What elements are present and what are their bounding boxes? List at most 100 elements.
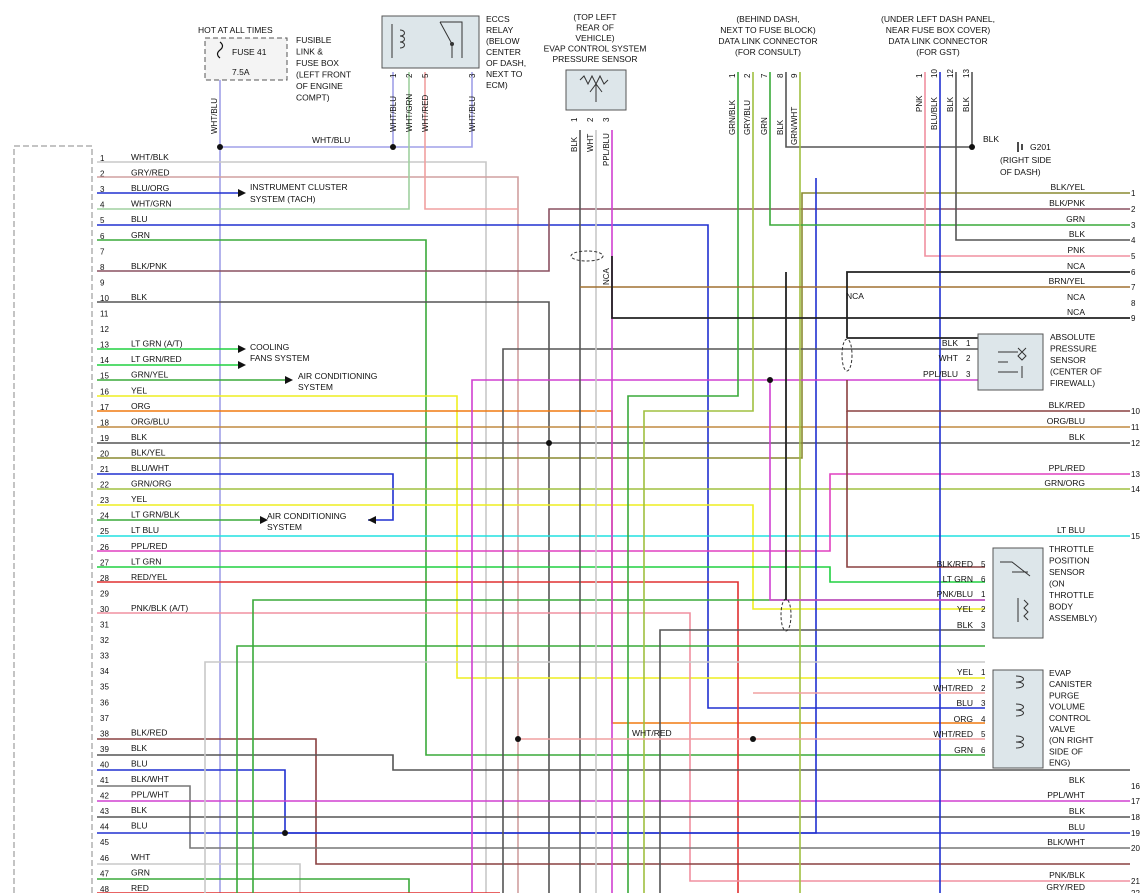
consult-pin-wire: GRN/BLK [728,99,737,135]
ecm-left-pin-number: 33 [100,652,109,661]
gst-pin-number: 1 [915,73,924,78]
shield-ellipse [570,250,604,262]
aircon1-label-1: AIR CONDITIONING [298,371,377,381]
eccs-desc-line: OF DASH, [486,58,526,68]
aircon2-label-1: AIR CONDITIONING [267,511,346,521]
ecm-left-pin-number: 31 [100,621,109,630]
ecm-left-pin-number: 21 [100,465,109,474]
eccs-desc-line: ECM) [486,80,508,90]
gst-data-link-connector: (UNDER LEFT DASH PANEL,NEAR FUSE BOX COV… [881,14,995,130]
ground-wire-label: BLK [983,134,999,144]
ecm-left-pin-number: 9 [100,278,105,287]
ecm-right-wire-label: LT BLU [1057,525,1085,535]
consult-desc-line: DATA LINK CONNECTOR [718,36,817,46]
fuse-rating: 7.5A [232,67,250,77]
ecm-left-pin-number: 35 [100,683,109,692]
ecm-right-pin-number: 15 [1131,532,1140,541]
abs-pin-number: 2 [966,354,971,363]
ecm-left-pin-number: 32 [100,636,109,645]
ecm-right-wire-label: BLU [1068,822,1085,832]
consult-pin-number: 9 [790,73,799,78]
ecm-right-wire-label: BLK/PNK [1049,198,1085,208]
ecm-left-pin-number: 43 [100,807,109,816]
aircon2-label-2: SYSTEM [267,522,302,532]
gst-pin-number: 13 [962,69,971,78]
evap-pin-wire: PPL/BLU [602,133,611,166]
ecm-left-wire-label: PPL/RED [131,541,167,551]
gst-pin-wire: PNK [915,95,924,112]
tps-desc-line: BODY [1049,602,1073,612]
valve-desc-line: (ON RIGHT [1049,735,1093,745]
ecm-right-pin-number: 8 [1131,299,1136,308]
valve-desc-line: ENG) [1049,758,1070,768]
fuse-desc-line: FUSIBLE [296,35,332,45]
resistor-icon [579,74,609,102]
valve-pin-wire: ORG [954,714,973,724]
ecm-left-pin-number: 44 [100,823,109,832]
ecm-left-pin-number: 1 [100,154,105,163]
eccs-pin-wire: WHT/BLU [468,96,477,132]
top-bus-label: WHT/BLU [312,135,350,145]
valve-coil-icon [1015,675,1024,749]
valve-desc-line: VALVE [1049,724,1075,734]
eccs-pin-wire: WHT/GRN [405,94,414,132]
ecm-right-wire-label: PNK/BLK [1049,870,1085,880]
evap-pin-number: 2 [586,117,595,122]
gst-pin-number: 12 [946,69,955,78]
ecm-left-wire-label: BLK/YEL [131,447,166,457]
ecm-left-wire-label: WHT/GRN [131,199,172,209]
ecm-left-wire-label: LT GRN (A/T) [131,339,183,349]
tps-pin-wire: BLK/RED [937,559,973,569]
ecm-left-pin-number: 29 [100,589,109,598]
ecm-left-wire-label: BLK [131,432,147,442]
ecm-left-pin-number: 47 [100,869,109,878]
ecm-left-pin-number: 14 [100,356,109,365]
ecm-left-wire-label: WHT [131,852,150,862]
tps-pin-number: 1 [981,590,986,599]
eccs-pin-number: 5 [421,73,430,78]
ecm-left-pin-number: 10 [100,294,109,303]
ecm-right-wire-label: BLK/WHT [1047,837,1085,847]
ecm-left-pin-number: 23 [100,496,109,505]
ecm-right-pin-number: 20 [1131,844,1140,853]
gst-desc-line: (FOR GST) [916,47,960,57]
ecm-left-wire-label: LT GRN/BLK [131,510,180,520]
tps-desc-line: SENSOR [1049,567,1085,577]
ecm-left-pin-number: 24 [100,512,109,521]
eccs-pin-number: 1 [389,73,398,78]
valve-desc-line: CONTROL [1049,713,1091,723]
ecm-left-pin-number: 37 [100,714,109,723]
eccs-desc-line: RELAY [486,25,514,35]
consult-pin-wire: GRY/BLU [743,100,752,135]
ecm-left-pin-number: 11 [100,310,109,319]
ecm-left-pin-number: 4 [100,201,105,210]
ecm-left-pin-number: 3 [100,185,105,194]
ground-desc-2: OF DASH) [1000,167,1041,177]
ecm-left-wire-label: LT GRN/RED [131,354,182,364]
shield-ellipse [780,598,792,632]
valve-pin-wire: GRN [954,745,973,755]
eccs-pin-wire: WHT/BLU [389,96,398,132]
ecm-left-wire-label: GRY/RED [131,168,170,178]
ecm-left-wire-label: RED/YEL [131,572,168,582]
tps-description: THROTTLEPOSITIONSENSOR(ONTHROTTLEBODYASS… [1049,544,1097,623]
valve-pin-number: 6 [981,746,986,755]
ecm-left-wire-label: BLK [131,805,147,815]
abs-pin-wire: BLK [942,338,958,348]
evap-desc-line: EVAP CONTROL SYSTEM [544,44,647,54]
gst-pin-wire: BLK [946,96,955,112]
tps-pin-wire: PNK/BLU [937,589,973,599]
ecm-left-wire-label: GRN/YEL [131,370,169,380]
abs-pin-number: 1 [966,339,971,348]
cooling-label-1: COOLING [250,342,289,352]
ecm-right-pin-number: 1 [1131,189,1136,198]
